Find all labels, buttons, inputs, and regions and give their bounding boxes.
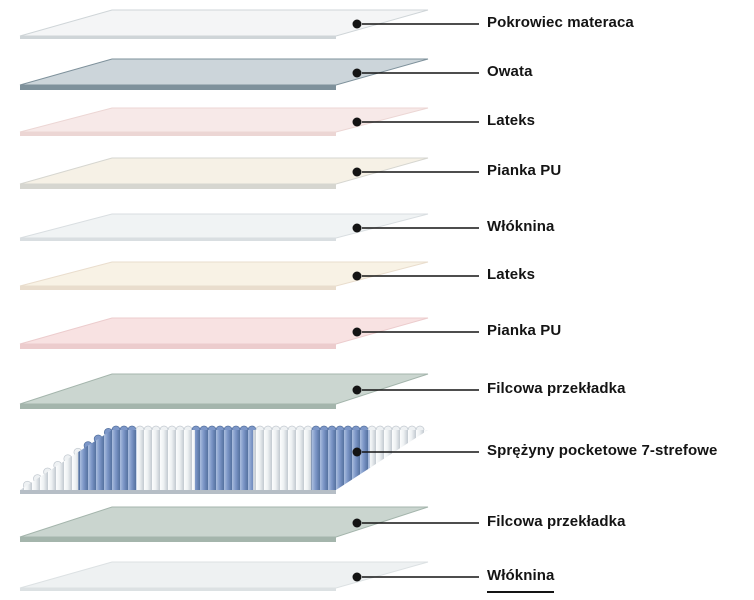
layer-front-edge	[20, 286, 336, 290]
layer-label-wloknina-1: Włóknina	[487, 218, 555, 235]
layer-label-filc-1: Filcowa przekładka	[487, 380, 626, 397]
layer-surface	[19, 157, 429, 185]
label-connector-dot	[352, 572, 362, 582]
layer-6	[19, 317, 479, 349]
layer-1	[19, 58, 479, 90]
label-connector-dot	[352, 518, 362, 528]
layer-front-edge	[20, 344, 336, 349]
layer-surface	[19, 213, 429, 239]
label-connector-dot	[352, 271, 362, 281]
layer-front-edge	[20, 537, 336, 542]
layer-surface	[19, 58, 429, 86]
spring-zone-white	[136, 430, 196, 490]
layer-10	[19, 561, 479, 591]
label-connector-dot	[352, 385, 362, 395]
spring-zone-blue	[194, 430, 255, 490]
label-connector-dot	[352, 447, 362, 457]
layer-9	[19, 506, 479, 542]
layer-front-edge	[20, 184, 336, 189]
pocket-springs-zones	[20, 430, 428, 490]
label-connector-dot	[352, 117, 362, 127]
label-connector-dot	[352, 327, 362, 337]
layer-surface	[19, 561, 429, 589]
layer-3	[19, 157, 479, 189]
spring-zone-white	[20, 430, 80, 490]
layer-label-owata: Owata	[487, 63, 533, 80]
layer-surface	[19, 9, 429, 37]
layer-5	[19, 261, 479, 290]
layer-label-wloknina-2: Włóknina	[487, 566, 555, 593]
layer-label-pianka-1: Pianka PU	[487, 162, 562, 179]
layer-label-lateks-1: Lateks	[487, 112, 536, 129]
layer-label-pianka-2: Pianka PU	[487, 322, 562, 339]
spring-zone-white	[253, 430, 313, 490]
layer-2	[19, 107, 479, 136]
label-connector-dot	[352, 19, 362, 29]
layer-front-edge	[20, 588, 336, 591]
layer-front-edge	[20, 238, 336, 241]
spring-zone-blue	[311, 430, 371, 490]
layer-label-sprezyny: Sprężyny pocketowe 7-strefowe	[487, 442, 718, 459]
layer-0	[19, 9, 479, 39]
layer-surface	[19, 506, 429, 538]
springs-bottom-edge	[20, 490, 336, 494]
layer-front-edge	[20, 85, 336, 90]
layer-front-edge	[20, 404, 336, 409]
layer-front-edge	[20, 36, 336, 39]
layer-8	[20, 425, 479, 494]
layer-7	[19, 373, 479, 409]
label-connector-dot	[352, 68, 362, 78]
label-connector-dot	[352, 223, 362, 233]
layer-surface	[19, 261, 429, 287]
spring-zone-white	[369, 430, 428, 490]
label-connector-dot	[352, 167, 362, 177]
layer-label-filc-2: Filcowa przekładka	[487, 513, 626, 530]
layer-label-pokrowiec: Pokrowiec materaca	[487, 14, 634, 31]
layer-4	[19, 213, 479, 241]
layer-surface	[19, 317, 429, 345]
layer-surface	[19, 373, 429, 405]
layer-label-lateks-2: Lateks	[487, 266, 536, 283]
layer-surface	[19, 107, 429, 133]
layer-front-edge	[20, 132, 336, 136]
